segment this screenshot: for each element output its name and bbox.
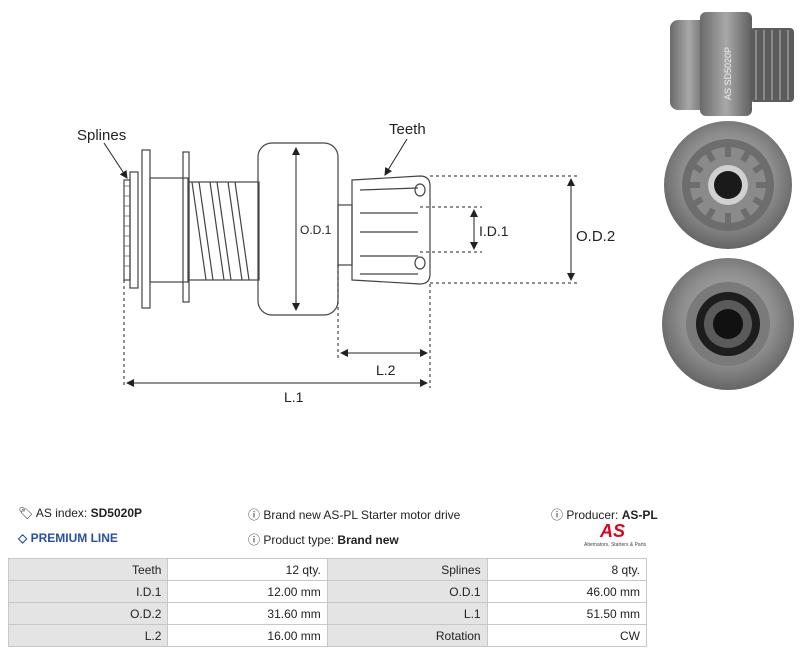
info-icon: ⓘ <box>551 508 564 522</box>
splines-label: Splines <box>77 127 126 144</box>
spec-key: Rotation <box>326 624 488 647</box>
photo-rear-view <box>662 258 794 390</box>
technical-drawing: Splines Teeth O.D.1 I.D.1 O.D.2 L.2 L.1 … <box>77 10 795 405</box>
teeth-label: Teeth <box>389 121 426 138</box>
info-icon: ⓘ <box>248 533 261 547</box>
photo-part-number: AS SD5020P <box>723 47 733 100</box>
spec-value: 12 qty. <box>167 558 328 581</box>
spec-value: 12.00 mm <box>167 580 328 603</box>
product-type: ⓘ Product type: Brand new <box>248 533 399 547</box>
spec-key: L.2 <box>7 624 169 647</box>
spec-key: O.D.1 <box>326 580 488 603</box>
l2-label: L.2 <box>376 362 396 378</box>
producer-value: AS-PL <box>621 508 658 522</box>
dimension-lines <box>103 138 578 388</box>
id1-label: I.D.1 <box>479 223 509 239</box>
drive-outline <box>123 142 431 316</box>
spec-value: CW <box>486 624 648 647</box>
spec-value: 46.00 mm <box>486 580 648 603</box>
diamond-icon: ◇ <box>18 531 28 545</box>
spec-value: 51.50 mm <box>486 602 648 625</box>
tag-icon: 🏷︎ <box>18 506 34 520</box>
photo-side-view: AS SD5020P <box>665 10 795 122</box>
spec-key: Splines <box>326 558 488 581</box>
photo-front-view <box>664 121 792 249</box>
product-type-value: Brand new <box>337 533 399 547</box>
spec-value: 8 qty. <box>486 558 648 581</box>
spec-key: I.D.1 <box>7 580 169 603</box>
l1-label: L.1 <box>284 389 304 405</box>
premium-line: ◇ PREMIUM LINE <box>18 531 118 545</box>
info-icon: ⓘ <box>248 508 261 522</box>
od1-label: O.D.1 <box>300 223 332 237</box>
as-pl-logo: AS Alternators, Starters & Parts <box>584 521 647 548</box>
od2-label: O.D.2 <box>576 228 615 245</box>
spec-value: 31.60 mm <box>167 602 328 625</box>
spec-value: 16.00 mm <box>167 624 328 647</box>
spline-hatch <box>124 185 130 267</box>
spec-key: L.1 <box>326 602 488 625</box>
producer: ⓘ Producer: AS-PL <box>551 508 658 522</box>
as-index: 🏷︎ AS index: SD5020P <box>18 506 142 520</box>
product-description: ⓘ Brand new AS-PL Starter motor drive <box>248 508 461 522</box>
spec-key: O.D.2 <box>7 602 169 625</box>
spec-key: Teeth <box>7 558 169 581</box>
as-index-value: SD5020P <box>90 506 142 520</box>
